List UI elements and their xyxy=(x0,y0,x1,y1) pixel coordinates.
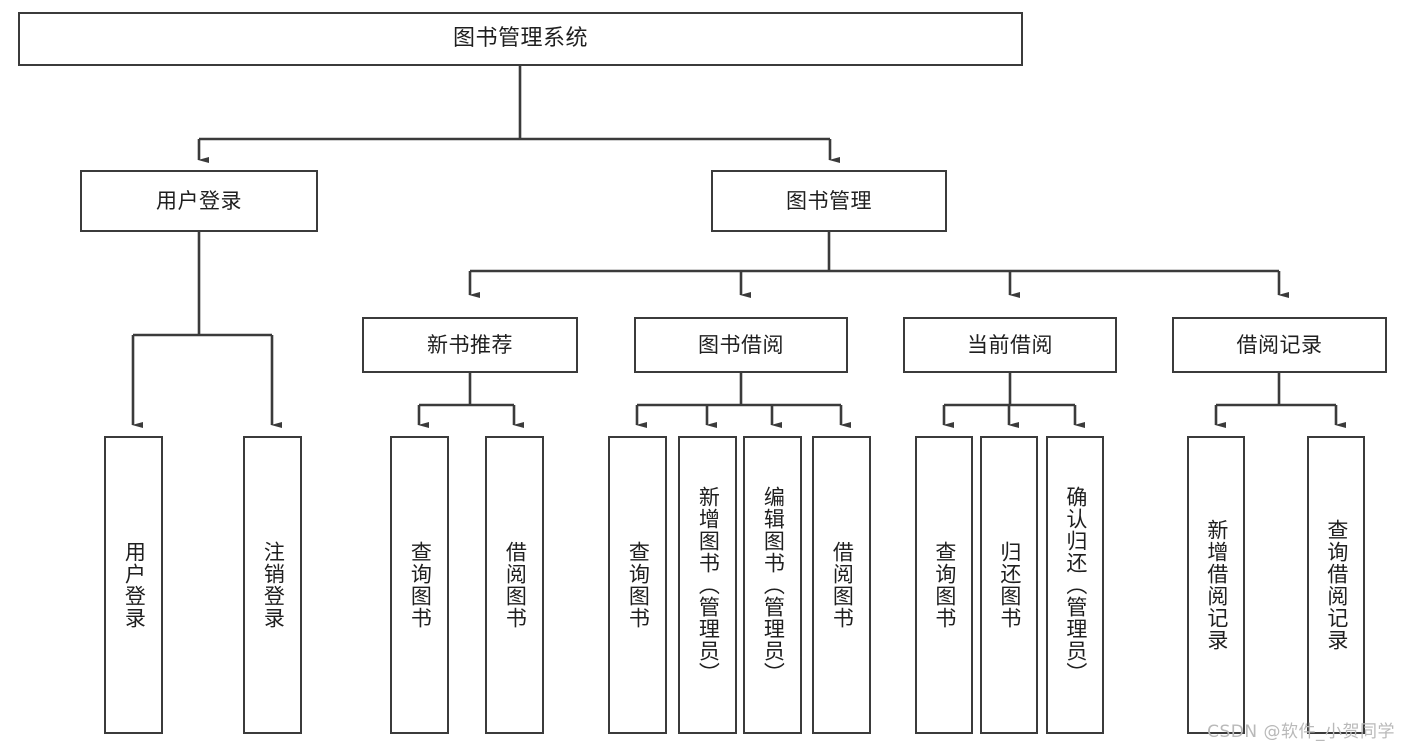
node-label: 借阅图书 xyxy=(503,541,528,629)
node-label: 新书推荐 xyxy=(427,332,513,357)
leaf-recommend-query-book[interactable]: 查询图书 xyxy=(390,436,449,734)
node-label: 注销登录 xyxy=(261,541,286,629)
node-label: 图书管理系统 xyxy=(452,26,588,52)
node-label: 用户登录 xyxy=(122,541,147,629)
node-book-borrow[interactable]: 图书借阅 xyxy=(634,317,848,373)
leaf-record-add-record[interactable]: 新增借阅记录 xyxy=(1187,436,1245,734)
leaf-borrow-borrow-book[interactable]: 借阅图书 xyxy=(812,436,871,734)
node-label: 新增图书（管理员） xyxy=(696,486,721,684)
node-user-login[interactable]: 用户登录 xyxy=(80,170,318,232)
leaf-logout[interactable]: 注销登录 xyxy=(243,436,302,734)
node-label: 确认归还（管理员） xyxy=(1063,486,1088,684)
node-label: 图书管理 xyxy=(786,188,872,213)
node-label: 归还图书 xyxy=(997,541,1022,629)
node-label: 查询图书 xyxy=(626,541,651,629)
node-label: 编辑图书（管理员） xyxy=(761,486,786,684)
node-book-management[interactable]: 图书管理 xyxy=(711,170,947,232)
watermark-text: CSDN @软件_小贺同学 xyxy=(1207,722,1395,742)
node-new-book-recommend[interactable]: 新书推荐 xyxy=(362,317,578,373)
node-label: 用户登录 xyxy=(156,188,242,213)
leaf-borrow-query-book[interactable]: 查询图书 xyxy=(608,436,667,734)
node-label: 借阅图书 xyxy=(830,541,855,629)
leaf-current-confirm-return[interactable]: 确认归还（管理员） xyxy=(1046,436,1104,734)
node-root[interactable]: 图书管理系统 xyxy=(18,12,1023,66)
node-label: 查询图书 xyxy=(932,541,957,629)
node-borrow-record[interactable]: 借阅记录 xyxy=(1172,317,1387,373)
node-label: 查询图书 xyxy=(408,541,433,629)
leaf-user-login[interactable]: 用户登录 xyxy=(104,436,163,734)
node-label: 图书借阅 xyxy=(698,332,784,357)
leaf-record-query-record[interactable]: 查询借阅记录 xyxy=(1307,436,1365,734)
leaf-current-query-book[interactable]: 查询图书 xyxy=(915,436,973,734)
node-label: 新增借阅记录 xyxy=(1204,519,1229,651)
node-label: 借阅记录 xyxy=(1236,332,1323,357)
leaf-recommend-borrow-book[interactable]: 借阅图书 xyxy=(485,436,544,734)
leaf-current-return-book[interactable]: 归还图书 xyxy=(980,436,1038,734)
node-label: 查询借阅记录 xyxy=(1324,519,1349,651)
node-label: 当前借阅 xyxy=(967,332,1053,357)
leaf-borrow-edit-book[interactable]: 编辑图书（管理员） xyxy=(743,436,802,734)
leaf-borrow-add-book[interactable]: 新增图书（管理员） xyxy=(678,436,737,734)
node-current-borrow[interactable]: 当前借阅 xyxy=(903,317,1117,373)
